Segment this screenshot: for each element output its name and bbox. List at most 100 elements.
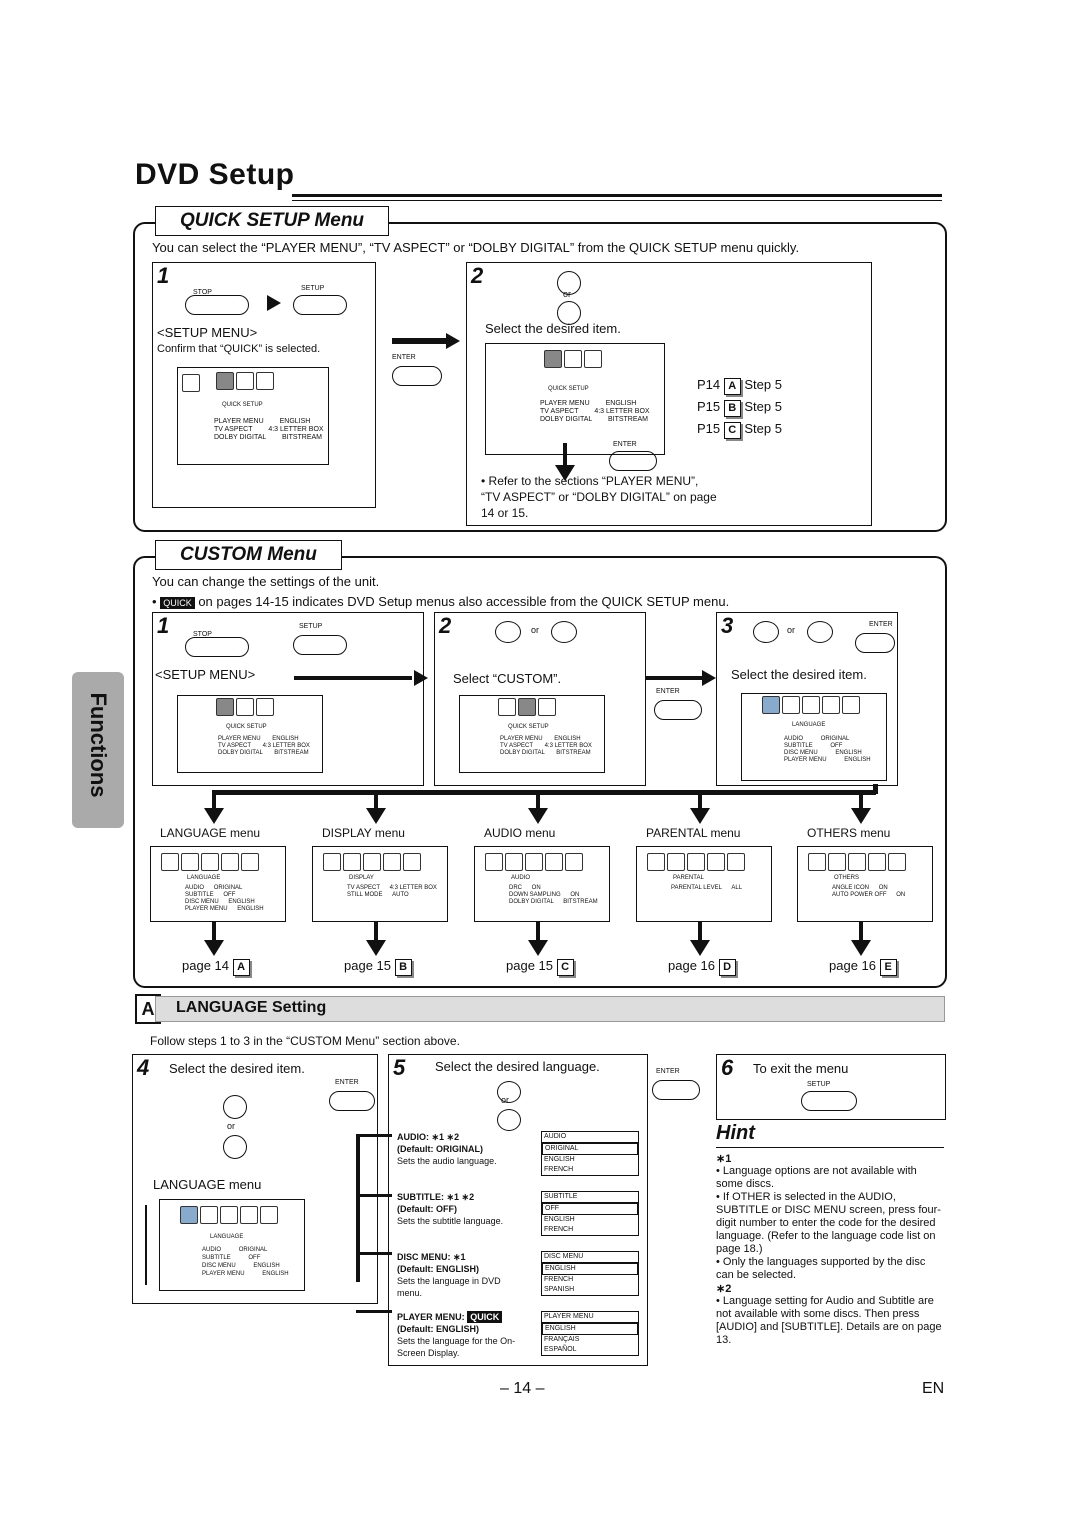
others-icon <box>241 853 259 871</box>
enter-button[interactable] <box>855 633 895 653</box>
connector-line <box>356 1310 392 1313</box>
language-option[interactable]: OFF <box>542 1203 638 1215</box>
others-icon <box>727 853 745 871</box>
menu-letter[interactable]: D <box>718 959 736 976</box>
connector-line <box>356 1134 392 1137</box>
item-desc: Sets the subtitle language. <box>397 1216 504 1226</box>
up-button[interactable] <box>497 1081 521 1103</box>
custom-step1-box: 1 STOP SETUP <SETUP MENU> QUICK SETUP PL… <box>152 612 424 786</box>
right-button[interactable] <box>807 621 833 643</box>
menu-letter[interactable]: E <box>879 959 897 976</box>
down-button[interactable] <box>557 301 581 325</box>
audio-icon <box>802 696 820 714</box>
enter-button[interactable] <box>609 451 657 471</box>
item-title: SUBTITLE: ∗1 ∗2 <box>397 1192 475 1202</box>
audio-icon <box>220 1206 238 1224</box>
row-label: TV ASPECT <box>347 885 380 891</box>
screen-header: LANGUAGE <box>210 1234 244 1240</box>
down-button[interactable] <box>497 1109 521 1131</box>
step-number: 6 <box>721 1055 734 1080</box>
item-title: DISC MENU: ∗1 <box>397 1252 466 1262</box>
row-value: ORIGINAL <box>238 1247 268 1253</box>
language-option[interactable]: SPANISH <box>544 1286 575 1293</box>
language-screen: LANGUAGE AUDIO ORIGINAL SUBTITLE OFF DIS… <box>741 693 887 781</box>
language-option[interactable]: FRANÇAIS <box>544 1336 580 1343</box>
language-option[interactable]: ENGLISH <box>542 1263 638 1275</box>
ref-page: P14 <box>697 377 721 392</box>
stop-button[interactable] <box>185 295 249 315</box>
flow-arrow-shaft <box>294 676 412 680</box>
display-icon <box>200 1206 218 1224</box>
display-icon <box>505 853 523 871</box>
setup-button[interactable] <box>801 1091 857 1111</box>
left-button[interactable] <box>753 621 779 643</box>
or-label: or <box>787 625 796 635</box>
row-label: STILL MODE <box>347 892 383 898</box>
ref-letter: C <box>723 422 741 439</box>
language-option[interactable]: ENGLISH <box>544 1216 575 1223</box>
menu-letter[interactable]: C <box>556 959 574 976</box>
row-value: BITSTREAM <box>274 750 309 756</box>
quick-screen-2: QUICK SETUP PLAYER MENU ENGLISH TV ASPEC… <box>485 343 665 455</box>
custom-screen-2: QUICK SETUP PLAYER MENU ENGLISH TV ASPEC… <box>459 695 605 773</box>
stop-button[interactable] <box>185 637 249 657</box>
item-title: PLAYER MENU: <box>397 1312 465 1322</box>
menu-letter[interactable]: B <box>394 959 412 976</box>
item-default: (Default: ENGLISH) <box>397 1324 479 1334</box>
hint-title: Hint <box>716 1122 755 1144</box>
setup-button[interactable] <box>293 635 347 655</box>
language-screen: LANGUAGE AUDIO ORIGINAL SUBTITLE OFF DIS… <box>159 1199 305 1291</box>
setup-label: SETUP <box>301 285 325 292</box>
audio-icon <box>848 853 866 871</box>
select-language-text: Select the desired language. <box>435 1059 600 1074</box>
row-value: 4:3 LETTER BOX <box>544 743 592 749</box>
right-button[interactable] <box>551 621 577 643</box>
quick-screen-1: QUICK SETUP PLAYER MENU ENGLISH TV ASPEC… <box>177 367 329 465</box>
item-default: (Default: OFF) <box>397 1204 457 1214</box>
language-code: EN <box>922 1380 945 1397</box>
enter-button[interactable] <box>652 1080 700 1100</box>
lang-step4-box: 4 Select the desired item. ENTER or LANG… <box>132 1054 378 1304</box>
enter-button[interactable] <box>392 366 442 386</box>
language-option[interactable]: ESPAÑOL <box>544 1346 577 1353</box>
row-value: ENGLISH <box>237 906 264 912</box>
language-option[interactable]: ENGLISH <box>542 1323 638 1335</box>
lang-step5-box: 5 Select the desired language. or AUDIO:… <box>388 1054 648 1366</box>
row-label: TV ASPECT <box>214 426 253 433</box>
row-value: BITSTREAM <box>556 750 591 756</box>
language-option[interactable]: FRENCH <box>544 1226 574 1233</box>
custom-icon <box>518 698 536 716</box>
confirm-text: Confirm that “QUICK” is selected. <box>157 343 321 355</box>
menu-letter[interactable]: A <box>232 959 250 976</box>
menu-page-arrow <box>366 940 386 956</box>
up-button[interactable] <box>557 271 581 295</box>
enter-button[interactable] <box>654 700 702 720</box>
language-option[interactable]: FRENCH <box>544 1166 574 1173</box>
menu-page: page 14 <box>182 958 229 973</box>
or-label: or <box>563 289 572 299</box>
quick-setup-intro: You can select the “PLAYER MENU”, “TV AS… <box>152 240 800 255</box>
enter-label: ENTER <box>869 621 893 628</box>
initialize-icon <box>584 350 602 368</box>
down-button[interactable] <box>223 1135 247 1159</box>
down-arrow-shaft <box>563 443 567 467</box>
flow-arrow-shaft <box>646 676 704 680</box>
menu-drop-arrow <box>204 808 224 824</box>
quick-setup-section <box>133 222 947 532</box>
row-value: ENGLISH <box>262 1271 289 1277</box>
setup-button[interactable] <box>293 295 347 315</box>
up-button[interactable] <box>223 1095 247 1119</box>
row-value: 4:3 LETTER BOX <box>268 426 324 433</box>
menu-drop-line <box>698 795 702 815</box>
row-label: AUDIO <box>202 1247 222 1253</box>
enter-button[interactable] <box>329 1091 375 1111</box>
language-option[interactable]: ENGLISH <box>544 1156 575 1163</box>
language-option[interactable]: ORIGINAL <box>542 1143 638 1155</box>
setup-label: SETUP <box>807 1081 831 1088</box>
language-option[interactable]: FRENCH <box>544 1276 574 1283</box>
menu-page-line <box>536 922 540 946</box>
left-button[interactable] <box>495 621 521 643</box>
hint-bullet: • Language options are not available wit… <box>716 1165 917 1190</box>
